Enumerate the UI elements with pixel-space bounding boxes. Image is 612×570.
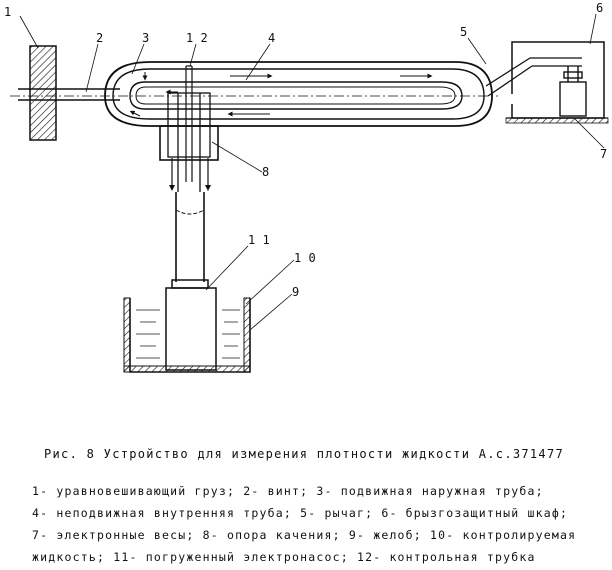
trough — [123, 297, 251, 373]
label-10-liquid: 1 0 — [294, 251, 316, 265]
electronic-scales — [559, 66, 587, 117]
figure-caption: Рис. 8 Устройство для измерения плотност… — [44, 447, 565, 461]
counterweight — [29, 45, 57, 141]
device-diagram: 1 2 3 1 2 4 5 6 7 8 1 1 1 0 9 — [4, 1, 609, 373]
screw — [18, 88, 120, 101]
controlled-liquid — [136, 309, 240, 359]
leader-lines — [19, 13, 605, 331]
legend-line: 4- неподвижная внутренняя труба; 5- рыча… — [32, 506, 569, 520]
splash-proof-cabinet — [505, 41, 609, 124]
label-8-rolling-support: 8 — [262, 165, 269, 179]
inner-fixed-tube — [129, 81, 463, 110]
submerged-pump — [165, 279, 217, 371]
central-connector — [159, 92, 219, 192]
outflow-arrows — [169, 158, 211, 191]
vertical-pipe — [175, 192, 205, 282]
figure-legend: 1- уравновешивающий груз; 2- винт; 3- по… — [32, 480, 608, 568]
label-9-trough: 9 — [292, 285, 299, 299]
legend-line: 1- уравновешивающий груз; 2- винт; 3- по… — [32, 484, 544, 498]
outer-movable-tube — [104, 61, 493, 127]
control-tube — [185, 65, 193, 182]
lever — [485, 57, 582, 97]
label-5-lever: 5 — [460, 25, 467, 39]
label-12-control-tube: 1 2 — [186, 31, 208, 45]
label-11-pump: 1 1 — [248, 233, 270, 247]
legend-line: 7- электронные весы; 8- опора качения; 9… — [32, 528, 577, 542]
label-3-outer-tube: 3 — [142, 31, 149, 45]
label-1-counterweight: 1 — [4, 5, 11, 19]
label-6-cabinet: 6 — [596, 1, 603, 15]
label-2-screw: 2 — [96, 31, 103, 45]
label-7-scales: 7 — [600, 147, 607, 161]
label-4-inner-tube: 4 — [268, 31, 275, 45]
legend-line: жидкость; 11- погруженный электронасос; … — [32, 550, 536, 564]
flow-arrows — [129, 72, 433, 117]
